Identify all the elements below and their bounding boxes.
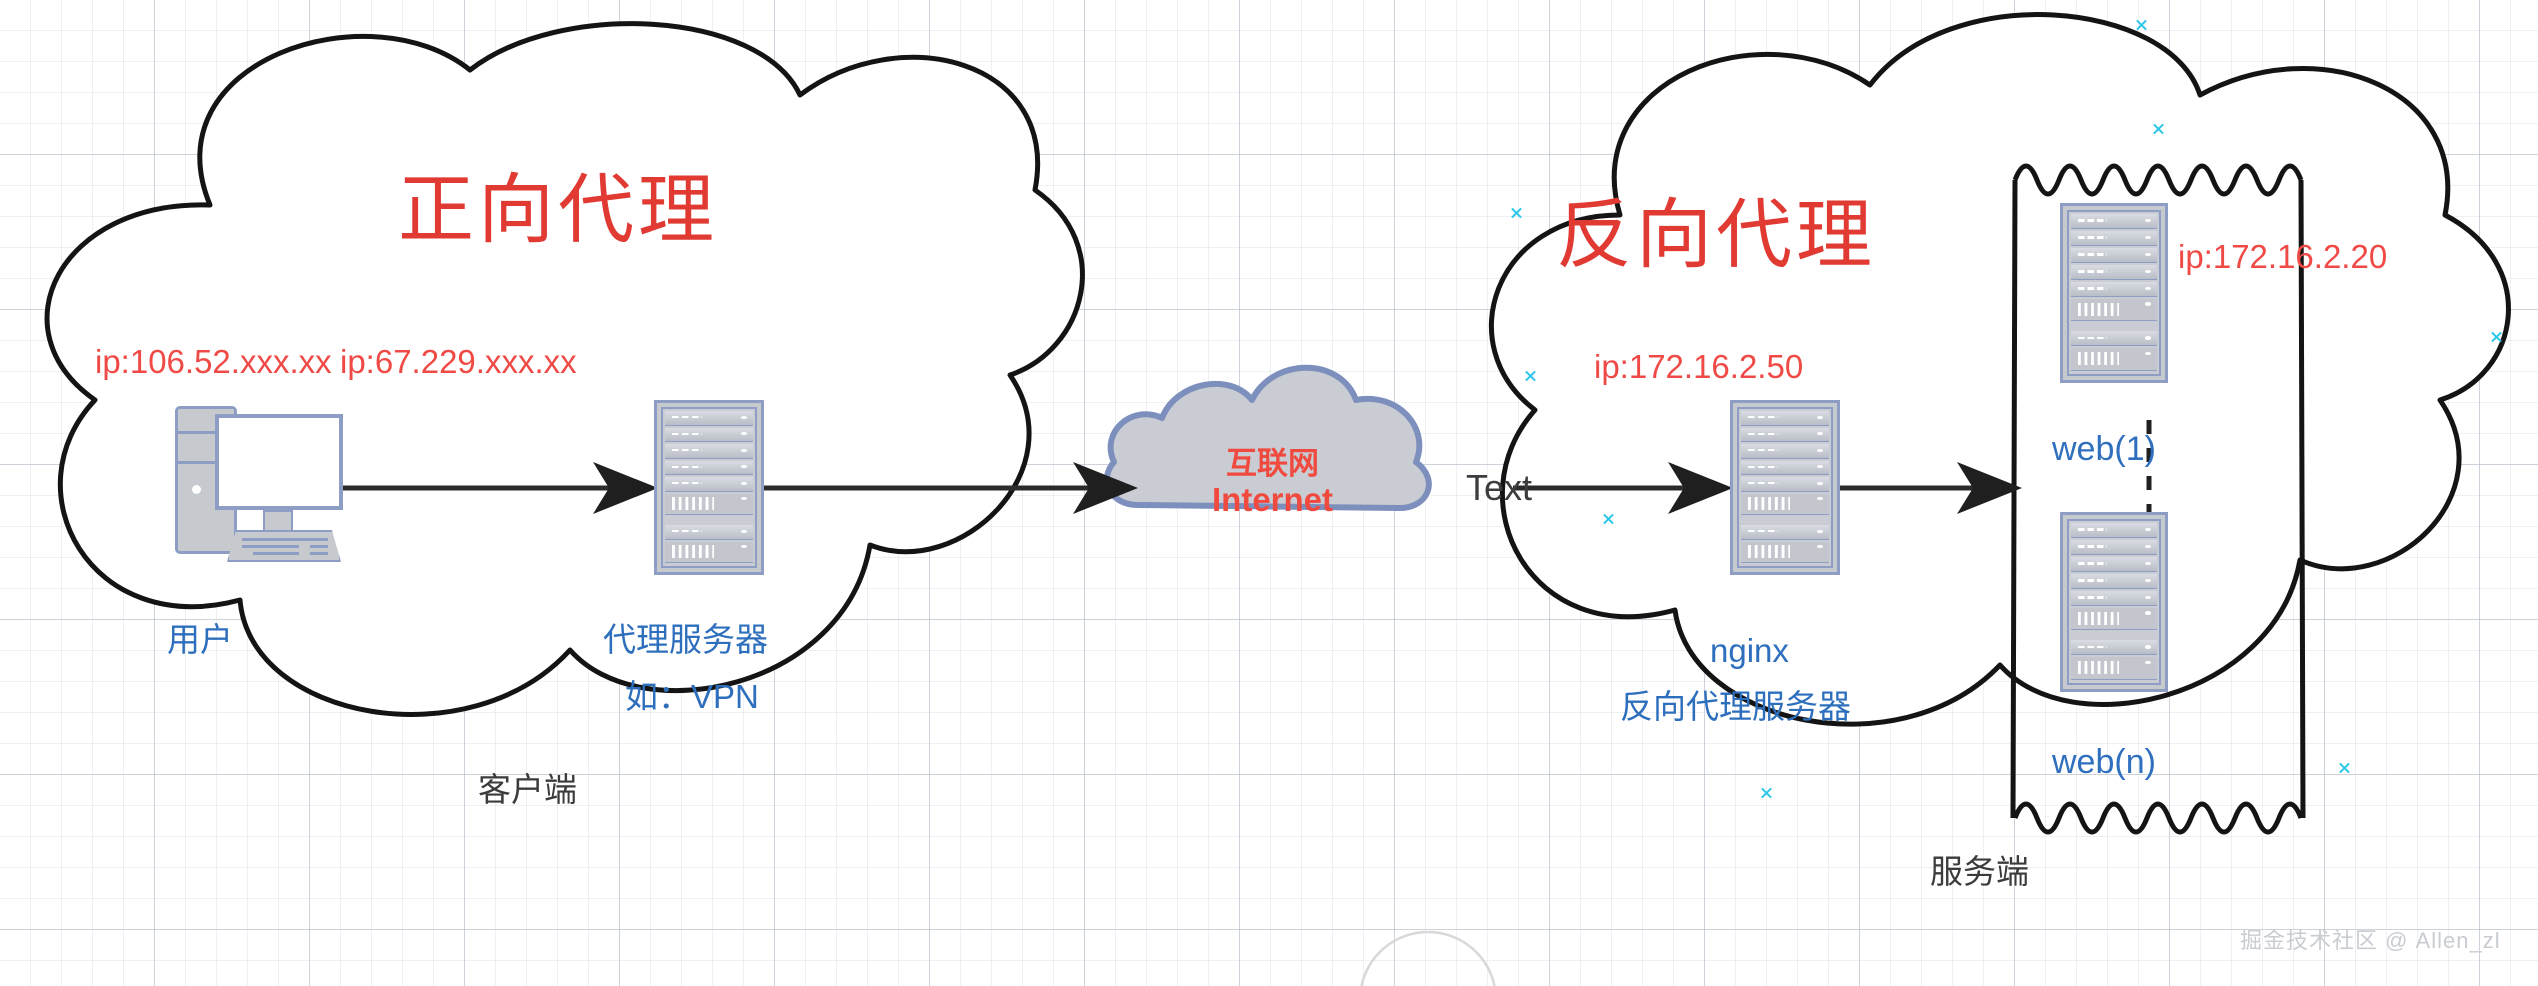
connection-handle-icon[interactable] <box>1760 786 1773 799</box>
connection-handle-icon[interactable] <box>1602 512 1615 525</box>
connection-handle-icon[interactable] <box>1510 206 1523 219</box>
connection-handle-icon[interactable] <box>2135 18 2148 31</box>
user-ip-label: ip:106.52.xxx.xx <box>95 343 332 380</box>
client-cloud-title: 正向代理 <box>398 168 718 253</box>
nginx-label-line2: 反向代理服务器 <box>1620 688 1851 725</box>
connection-handle-icon[interactable] <box>2338 761 2351 774</box>
proxy-server-label-line1: 代理服务器 <box>603 621 768 658</box>
pc-keyboard <box>227 530 341 562</box>
webn-label: web(n) <box>2052 743 2156 781</box>
pc-monitor <box>215 414 343 510</box>
nginx-server-rack-icon <box>1730 400 1840 575</box>
server-cloud-title: 反向代理 <box>1556 193 1876 278</box>
connection-handle-icon[interactable] <box>2152 122 2165 135</box>
desktop-computer-icon <box>175 400 350 565</box>
internet-label-cn: 互联网 <box>1226 446 1319 481</box>
server-cloud-bottom-label: 服务端 <box>1930 853 2029 890</box>
nginx-label-line1: nginx <box>1710 632 1789 669</box>
pc-monitor-stand <box>263 510 293 532</box>
connection-handle-icon[interactable] <box>1524 369 1537 382</box>
client-cloud-bottom-label: 客户端 <box>478 771 577 808</box>
background-circle <box>1360 930 1496 986</box>
edge-text-label: Text <box>1466 467 1533 508</box>
web1-server-rack-icon <box>2060 203 2168 383</box>
connection-handle-icon[interactable] <box>2490 330 2503 343</box>
proxy-server-rack-icon <box>654 400 764 575</box>
proxy-server-label-line2: 如：VPN <box>625 678 759 715</box>
webn-server-rack-icon <box>2060 512 2168 692</box>
nginx-ip-label: ip:172.16.2.50 <box>1594 348 1804 385</box>
web1-label: web(1) <box>2052 430 2156 468</box>
web-group-ip-label: ip:172.16.2.20 <box>2178 238 2388 275</box>
user-label: 用户 <box>167 621 233 658</box>
internet-cloud-label: 互联网 Internet <box>1212 448 1333 516</box>
watermark: 掘金技术社区 @ Allen_zl <box>2240 928 2501 953</box>
proxy-server-ip-label: ip:67.229.xxx.xx <box>340 343 577 380</box>
power-led-icon <box>192 485 201 494</box>
internet-label-en: Internet <box>1212 481 1334 518</box>
